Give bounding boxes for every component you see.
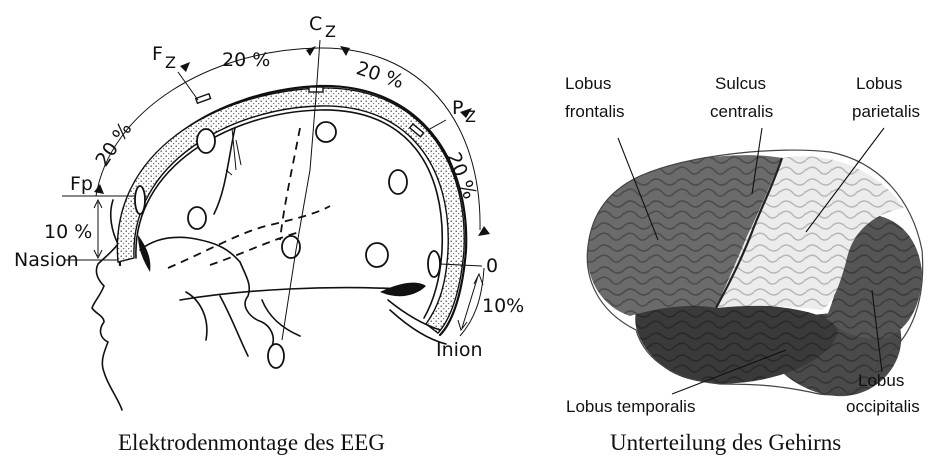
caption-right: Unterteilung des Gehirns [610,430,841,455]
label-occipitalis-2: occipitalis [846,397,920,416]
label-spacing-cz-pz: 20 % [354,57,407,93]
label-pz: P [452,97,463,119]
eeg-montage-diagram: C Z F Z P Z Fp 0 Nasion Inion 20 % 20 % … [14,13,524,410]
electrode-p3 [389,170,407,194]
electrode-ear [268,344,284,368]
nasal-bone [138,235,150,272]
frontal-sulcus [214,128,235,214]
head-profile [92,200,122,410]
electrode-fp [135,186,145,214]
central-dash [280,128,300,240]
label-nasion: Nasion [14,249,79,271]
label-centralis-1: Sulcus [715,74,766,93]
brain-lobes-diagram: Lobus frontalis Sulcus centralis Lobus p… [565,74,923,416]
label-spacing-nasion-fp: 10 % [44,221,92,243]
pz-marker [428,120,446,130]
label-frontalis-2: frontalis [565,102,625,121]
label-temporalis: Lobus temporalis [566,397,695,416]
label-spacing-fp-fz: 20 % [91,118,136,170]
label-frontalis-1: Lobus [565,74,611,93]
electrode-o [428,251,440,277]
label-fp: Fp [70,173,93,195]
pad-fz [196,94,211,103]
brainstem [240,262,273,346]
label-occipitalis-1: Lobus [858,371,904,390]
skull-base [180,288,420,300]
arrow-nasion-fp [94,200,102,258]
jaw-lines [186,292,300,356]
label-parietalis-1: Lobus [856,74,902,93]
caption-left: Elektrodenmontage des EEG [118,430,385,455]
label-fz: F [152,43,163,65]
label-spacing-o-inion: 10% [482,295,524,317]
electrode-cz [316,122,336,142]
label-parietalis-2: parietalis [852,102,920,121]
label-centralis-2: centralis [710,102,773,121]
fz-marker [178,72,198,100]
cerebellum-fill [380,283,426,297]
label-cz-sub: Z [325,22,336,41]
label-o: 0 [486,255,498,277]
label-cz: C [309,13,322,35]
label-inion: Inion [436,339,483,361]
electrode-t5 [366,243,388,267]
label-spacing-fz-cz: 20 % [222,49,270,71]
electrode-f3 [197,129,215,153]
label-pz-sub: Z [465,107,476,126]
label-fz-sub: Z [165,53,176,72]
electrode-f7 [188,207,206,229]
electrode-c3 [282,236,300,258]
